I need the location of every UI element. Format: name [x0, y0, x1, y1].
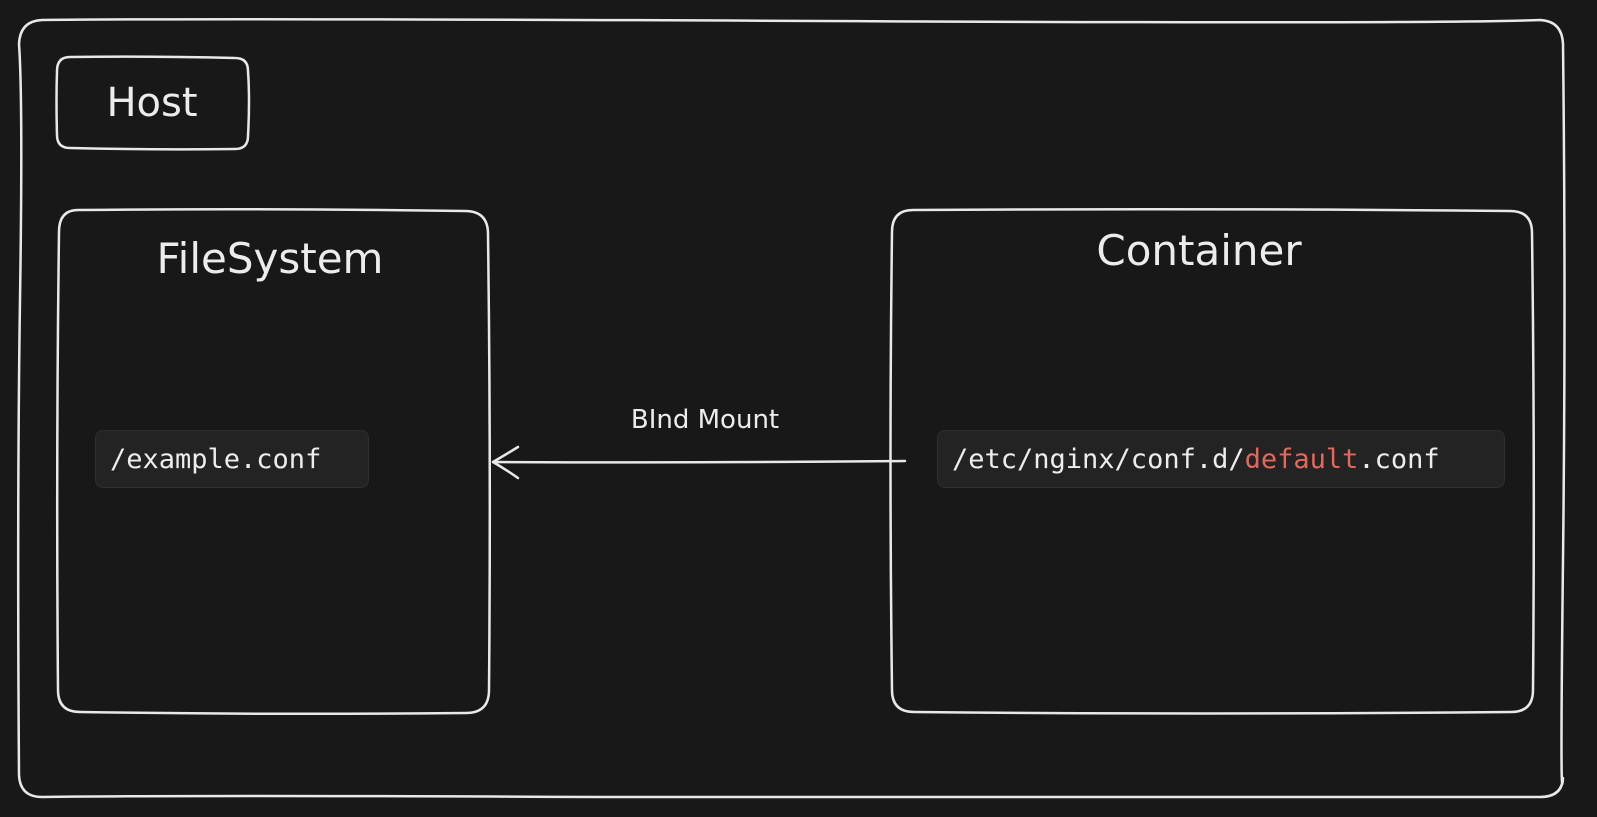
container-path-highlight: default [1244, 443, 1359, 475]
filesystem-title: FileSystem [156, 234, 384, 283]
host-label-frame [55, 55, 251, 151]
host-frame [16, 17, 1566, 800]
container-path-prefix: /etc/nginx/conf.d/ [952, 443, 1245, 475]
bind-mount-label: BInd Mount [630, 405, 780, 435]
filesystem-path-text: /example.conf [110, 443, 322, 475]
host-label: Host [106, 80, 198, 126]
bind-mount-arrow-line [491, 459, 907, 464]
container-title: Container [1096, 226, 1302, 275]
container-frame [889, 207, 1536, 715]
filesystem-path-code: /example.conf [95, 430, 369, 488]
container-path-code: /etc/nginx/conf.d/default.conf [937, 430, 1505, 488]
arrow-head-icon [491, 445, 520, 480]
filesystem-frame [55, 207, 492, 716]
container-path-suffix: .conf [1358, 443, 1440, 475]
